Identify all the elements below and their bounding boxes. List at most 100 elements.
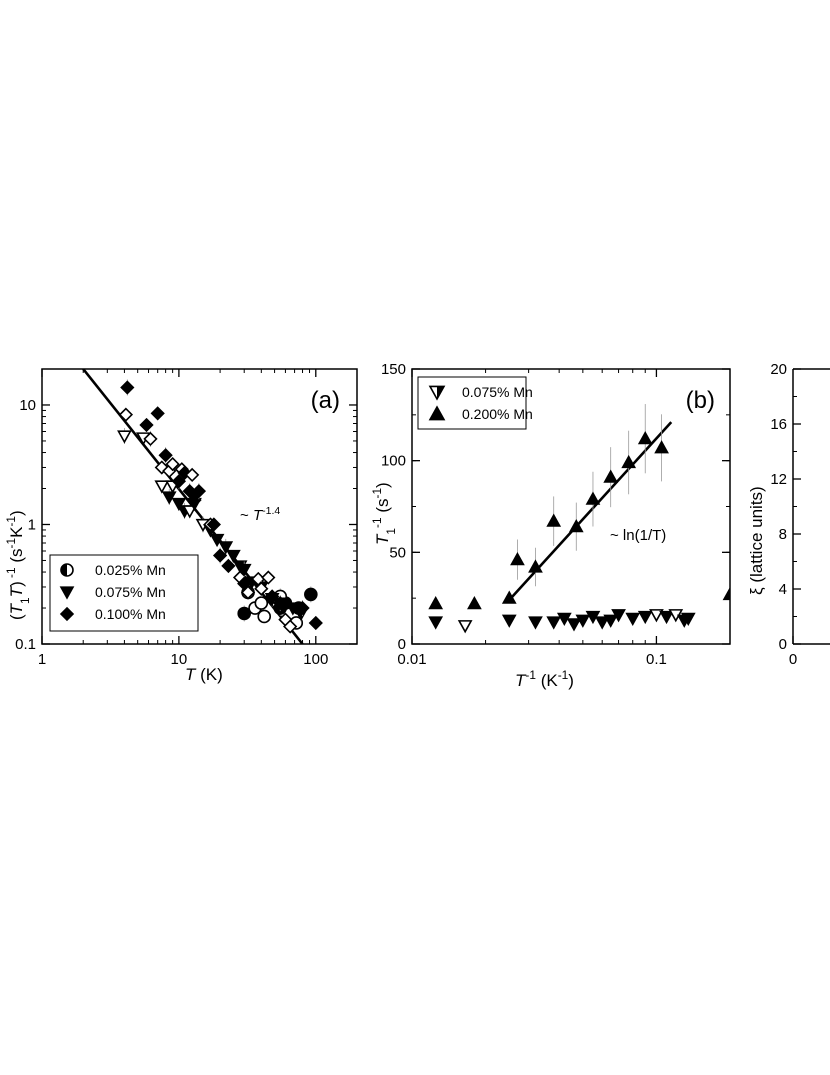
data-point <box>185 467 200 483</box>
series-2 <box>428 404 730 610</box>
x-tick-label: 0 <box>789 651 797 668</box>
y-axis-title-part: -1 <box>370 488 384 499</box>
legend: 0.075% Mn 0.200% Mn <box>417 376 533 430</box>
plot-frame <box>41 368 358 645</box>
y-axis-title-part: T <box>373 533 392 545</box>
data-point <box>546 513 562 527</box>
legend-label: 0.025% Mn <box>95 562 166 578</box>
data-point <box>254 596 269 610</box>
data-point <box>265 589 280 604</box>
data-point <box>501 590 517 604</box>
series-3 <box>118 379 323 634</box>
fit-annotation-part: -1.4 <box>262 505 280 517</box>
data-point <box>611 609 626 623</box>
fit-line <box>508 421 673 601</box>
x-axis-title: T (K) <box>185 665 223 684</box>
data-point <box>603 614 619 628</box>
x-axis-title-part: -1 <box>525 668 536 682</box>
data-point <box>308 615 323 631</box>
panel-label: (b) <box>686 387 715 414</box>
legend-marker <box>59 606 75 622</box>
data-point <box>236 563 252 578</box>
y-tick-label: 150 <box>381 361 406 378</box>
data-point <box>649 609 664 623</box>
y-axis-title-part: -1 <box>4 538 18 549</box>
x-axis-title-part: T <box>185 665 197 684</box>
data-point <box>212 548 228 563</box>
fit-annotation: ~ T-1.4 <box>240 505 280 524</box>
y-tick-label: 0 <box>398 636 406 653</box>
y-axis-title-part: (s <box>7 548 26 567</box>
x-tick-label: 0.01 <box>397 651 426 668</box>
y-axis-title-part: ) <box>373 482 392 488</box>
data-point <box>457 620 473 634</box>
legend-label: 0.075% Mn <box>95 584 166 600</box>
legend-label: 0.200% Mn <box>462 406 533 422</box>
data-point <box>585 491 601 505</box>
data-point <box>575 614 591 628</box>
fit-annotation-part: T <box>253 507 264 524</box>
data-point <box>637 610 653 625</box>
data-point <box>182 505 198 519</box>
y-tick-label: 4 <box>779 581 787 598</box>
x-tick-label: 100 <box>303 651 328 668</box>
data-point <box>528 559 543 573</box>
data-point <box>603 469 619 483</box>
legend-label: 0.100% Mn <box>95 606 166 622</box>
data-point <box>568 519 584 533</box>
y-tick-label: 0 <box>779 636 787 653</box>
fit-annotation-part: ~ <box>240 507 253 524</box>
legend: 0.025% Mn 0.075% Mn 0.100% Mn <box>49 554 199 632</box>
data-point <box>261 570 276 585</box>
data-point <box>304 587 318 602</box>
x-axis-title-part: ) <box>568 671 574 690</box>
y-tick-label: 12 <box>770 471 787 488</box>
data-point <box>594 616 610 630</box>
y-axis-title: (T1T) -1 (s-1K-1) <box>4 510 32 620</box>
data-point <box>566 618 582 632</box>
y-axis-title: T1-1 (s-1) <box>370 482 398 545</box>
y-axis-title-part: T <box>7 585 26 597</box>
data-point <box>625 612 641 626</box>
data-point <box>191 484 207 499</box>
y-axis-title-part: ) <box>7 510 26 516</box>
x-axis-title-part: -1 <box>558 668 569 682</box>
x-axis-title-part: T <box>515 671 527 690</box>
data-point <box>273 595 288 611</box>
y-axis-title-part: -1 <box>370 517 384 528</box>
y-axis-title-part: ( <box>7 614 26 620</box>
y-tick-label: 0.1 <box>15 636 36 653</box>
data-point <box>659 610 674 625</box>
data-point <box>139 417 154 433</box>
data-point <box>546 616 562 630</box>
legend-box <box>49 554 199 632</box>
legend-marker-half <box>437 386 444 399</box>
y-axis-title-part: (s <box>373 499 392 518</box>
data-point <box>117 430 132 444</box>
x-axis-title-part: (K) <box>195 665 222 684</box>
data-point <box>240 585 256 600</box>
data-point <box>150 406 165 421</box>
panel-c-chart: 04812162001ξ (lattice units) <box>747 361 830 668</box>
legend-label: 0.075% Mn <box>462 384 533 400</box>
data-point <box>182 484 197 499</box>
data-point <box>283 619 298 634</box>
x-tick-label: 10 <box>171 651 188 668</box>
data-point <box>510 552 525 566</box>
data-point <box>637 431 653 445</box>
data-point <box>171 474 187 489</box>
data-point <box>221 558 236 574</box>
y-axis-title-part: ) <box>7 581 26 587</box>
data-point <box>680 612 696 626</box>
legend-marker <box>428 405 446 421</box>
data-point <box>467 596 482 610</box>
data-point <box>621 454 637 469</box>
data-point <box>428 596 444 610</box>
y-axis-title-part: 1 <box>18 597 32 604</box>
y-tick-label: 16 <box>770 416 787 433</box>
data-point <box>158 448 173 463</box>
plot-area <box>82 369 323 644</box>
data-point <box>218 541 234 555</box>
